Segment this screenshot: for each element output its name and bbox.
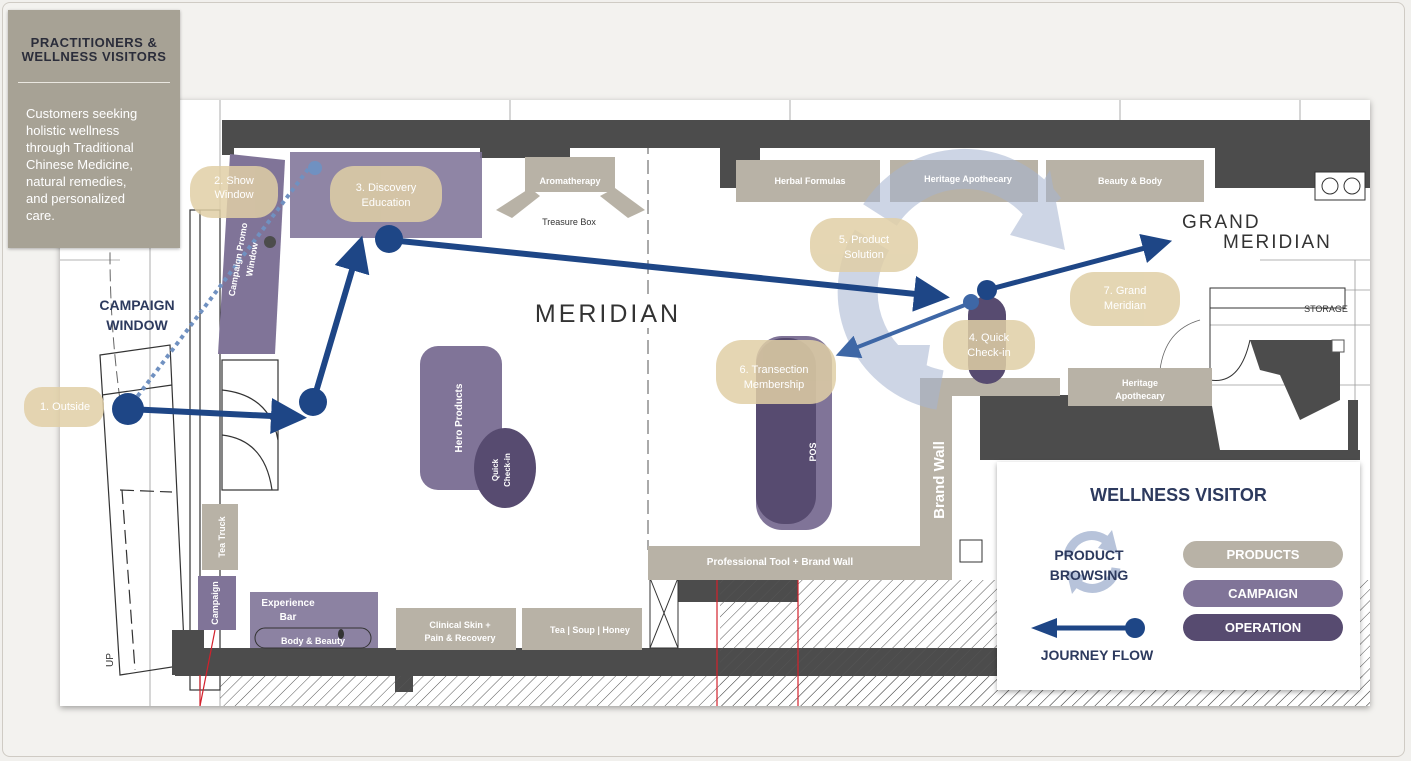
grand-logo-line1: GRAND bbox=[1182, 212, 1261, 233]
heritage-right-label-2: Apothecary bbox=[1115, 391, 1165, 401]
step-pills bbox=[24, 166, 1180, 427]
persona-desc-line: natural remedies, bbox=[26, 174, 127, 189]
step-6-label-1: 6. Transection bbox=[739, 364, 808, 376]
step-2-label-2: Window bbox=[214, 189, 253, 201]
persona-desc-line: holistic wellness bbox=[26, 123, 120, 138]
quick-checkin-label-1: Quick bbox=[491, 458, 500, 481]
storage-label: STORAGE bbox=[1304, 304, 1348, 314]
herbal-formulas-label: Herbal Formulas bbox=[774, 176, 845, 186]
tea-truck-label: Tea Truck bbox=[217, 515, 227, 557]
grand-meridian-logo-bg bbox=[1220, 230, 1370, 252]
persona-desc-line: Chinese Medicine, bbox=[26, 157, 133, 172]
experience-bar-label-1: Experience bbox=[261, 598, 315, 609]
journey-node-2b bbox=[299, 388, 327, 416]
beauty-body-label: Beauty & Body bbox=[1098, 176, 1162, 186]
pos-label: POS bbox=[808, 442, 818, 461]
up-label: UP bbox=[105, 653, 116, 667]
step-4-label-1: 4. Quick bbox=[969, 332, 1010, 344]
persona-desc-line: Customers seeking bbox=[26, 106, 138, 121]
plan-labels: CAMPAIGN WINDOW Aromatherapy Treasure Bo… bbox=[40, 174, 1370, 667]
step-5-label-2: Solution bbox=[844, 249, 884, 261]
legend-products-pill: PRODUCTS bbox=[1183, 541, 1343, 568]
legend-campaign-pill: CAMPAIGN bbox=[1183, 580, 1343, 607]
legend-operation-pill: OPERATION bbox=[1183, 614, 1343, 641]
journey-flow-icon bbox=[1031, 618, 1145, 638]
persona-description: Customers seeking holistic wellness thro… bbox=[26, 105, 174, 224]
journey-node-2 bbox=[308, 161, 322, 175]
legend-product-browsing-line1: PRODUCT bbox=[1054, 547, 1124, 563]
journey-flow-paths bbox=[112, 158, 1173, 434]
quick-checkin-label-2: Check-in bbox=[503, 453, 512, 487]
heritage-right-label-1: Heritage bbox=[1122, 378, 1158, 388]
meridian-logo-bg bbox=[510, 298, 706, 328]
hero-products-label: Hero Products bbox=[454, 383, 465, 452]
experience-bar-label-2: Bar bbox=[280, 612, 297, 623]
treasure-box-label: Treasure Box bbox=[542, 217, 596, 227]
tea-soup-honey-label: Tea | Soup | Honey bbox=[550, 625, 630, 635]
legend-title: WELLNESS VISITOR bbox=[1090, 485, 1267, 505]
journey-node-4 bbox=[977, 280, 997, 300]
columns bbox=[649, 539, 983, 649]
journey-node-5 bbox=[963, 294, 979, 310]
persona-divider bbox=[18, 82, 170, 83]
clinical-label-1: Clinical Skin + bbox=[429, 620, 490, 630]
heritage-apothecary-top-label: Heritage Apothecary bbox=[924, 174, 1012, 184]
grand-logo-line2: MERIDIAN bbox=[1223, 232, 1332, 253]
persona-desc-line: through Traditional bbox=[26, 140, 134, 155]
body-beauty-label: Body & Beauty bbox=[281, 636, 345, 646]
step-7-label-1: 7. Grand bbox=[1104, 285, 1147, 297]
step-3-label-2: Education bbox=[362, 197, 411, 209]
campaign-window-label-1: CAMPAIGN bbox=[99, 297, 174, 313]
product-browsing-icon bbox=[1063, 530, 1121, 594]
journey-node-3 bbox=[375, 225, 403, 253]
campaign-small-label: Campaign bbox=[210, 581, 220, 625]
journey-path-dashed bbox=[126, 158, 317, 411]
brand-wall-label: Brand Wall bbox=[931, 441, 948, 519]
legend-product-browsing-line2: BROWSING bbox=[1049, 567, 1129, 583]
step-6-label-2: Membership bbox=[744, 379, 805, 391]
red-grid-lines bbox=[199, 578, 799, 707]
legend-product-browsing-label: PRODUCT BROWSING bbox=[1027, 545, 1151, 585]
step-3-label-1: 3. Discovery bbox=[356, 182, 417, 194]
persona-desc-line: care. bbox=[26, 208, 55, 223]
step-1-label: 1. Outside bbox=[40, 401, 90, 413]
step-7-label-2: Meridian bbox=[1104, 300, 1146, 312]
clinical-label-2: Pain & Recovery bbox=[424, 633, 495, 643]
persona-title: PRACTITIONERS & WELLNESS VISITORS bbox=[8, 36, 180, 64]
stove bbox=[1314, 171, 1366, 201]
product-fixtures bbox=[202, 157, 1212, 650]
persona-title-line1: PRACTITIONERS & bbox=[30, 35, 158, 50]
persona-title-line2: WELLNESS VISITORS bbox=[21, 49, 167, 64]
professional-tool-label: Professional Tool + Brand Wall bbox=[707, 557, 854, 568]
step-4-label-2: Check-in bbox=[967, 347, 1010, 359]
persona-desc-line: and personalized bbox=[26, 191, 126, 206]
meridian-logo: MERIDIAN bbox=[535, 300, 681, 328]
legend-panel: WELLNESS VISITOR PRODUCT BROWSING JOURNE… bbox=[997, 462, 1360, 690]
campaign-window-label-2: WINDOW bbox=[106, 317, 168, 333]
persona-card: PRACTITIONERS & WELLNESS VISITORS Custom… bbox=[8, 10, 180, 248]
aromatherapy-label: Aromatherapy bbox=[539, 176, 600, 186]
step-5-label-1: 5. Product bbox=[839, 234, 889, 246]
step-2-label-1: 2. Show bbox=[214, 175, 254, 187]
journey-node-1 bbox=[112, 393, 144, 425]
legend-journey-flow-label: JOURNEY FLOW bbox=[1040, 647, 1154, 663]
